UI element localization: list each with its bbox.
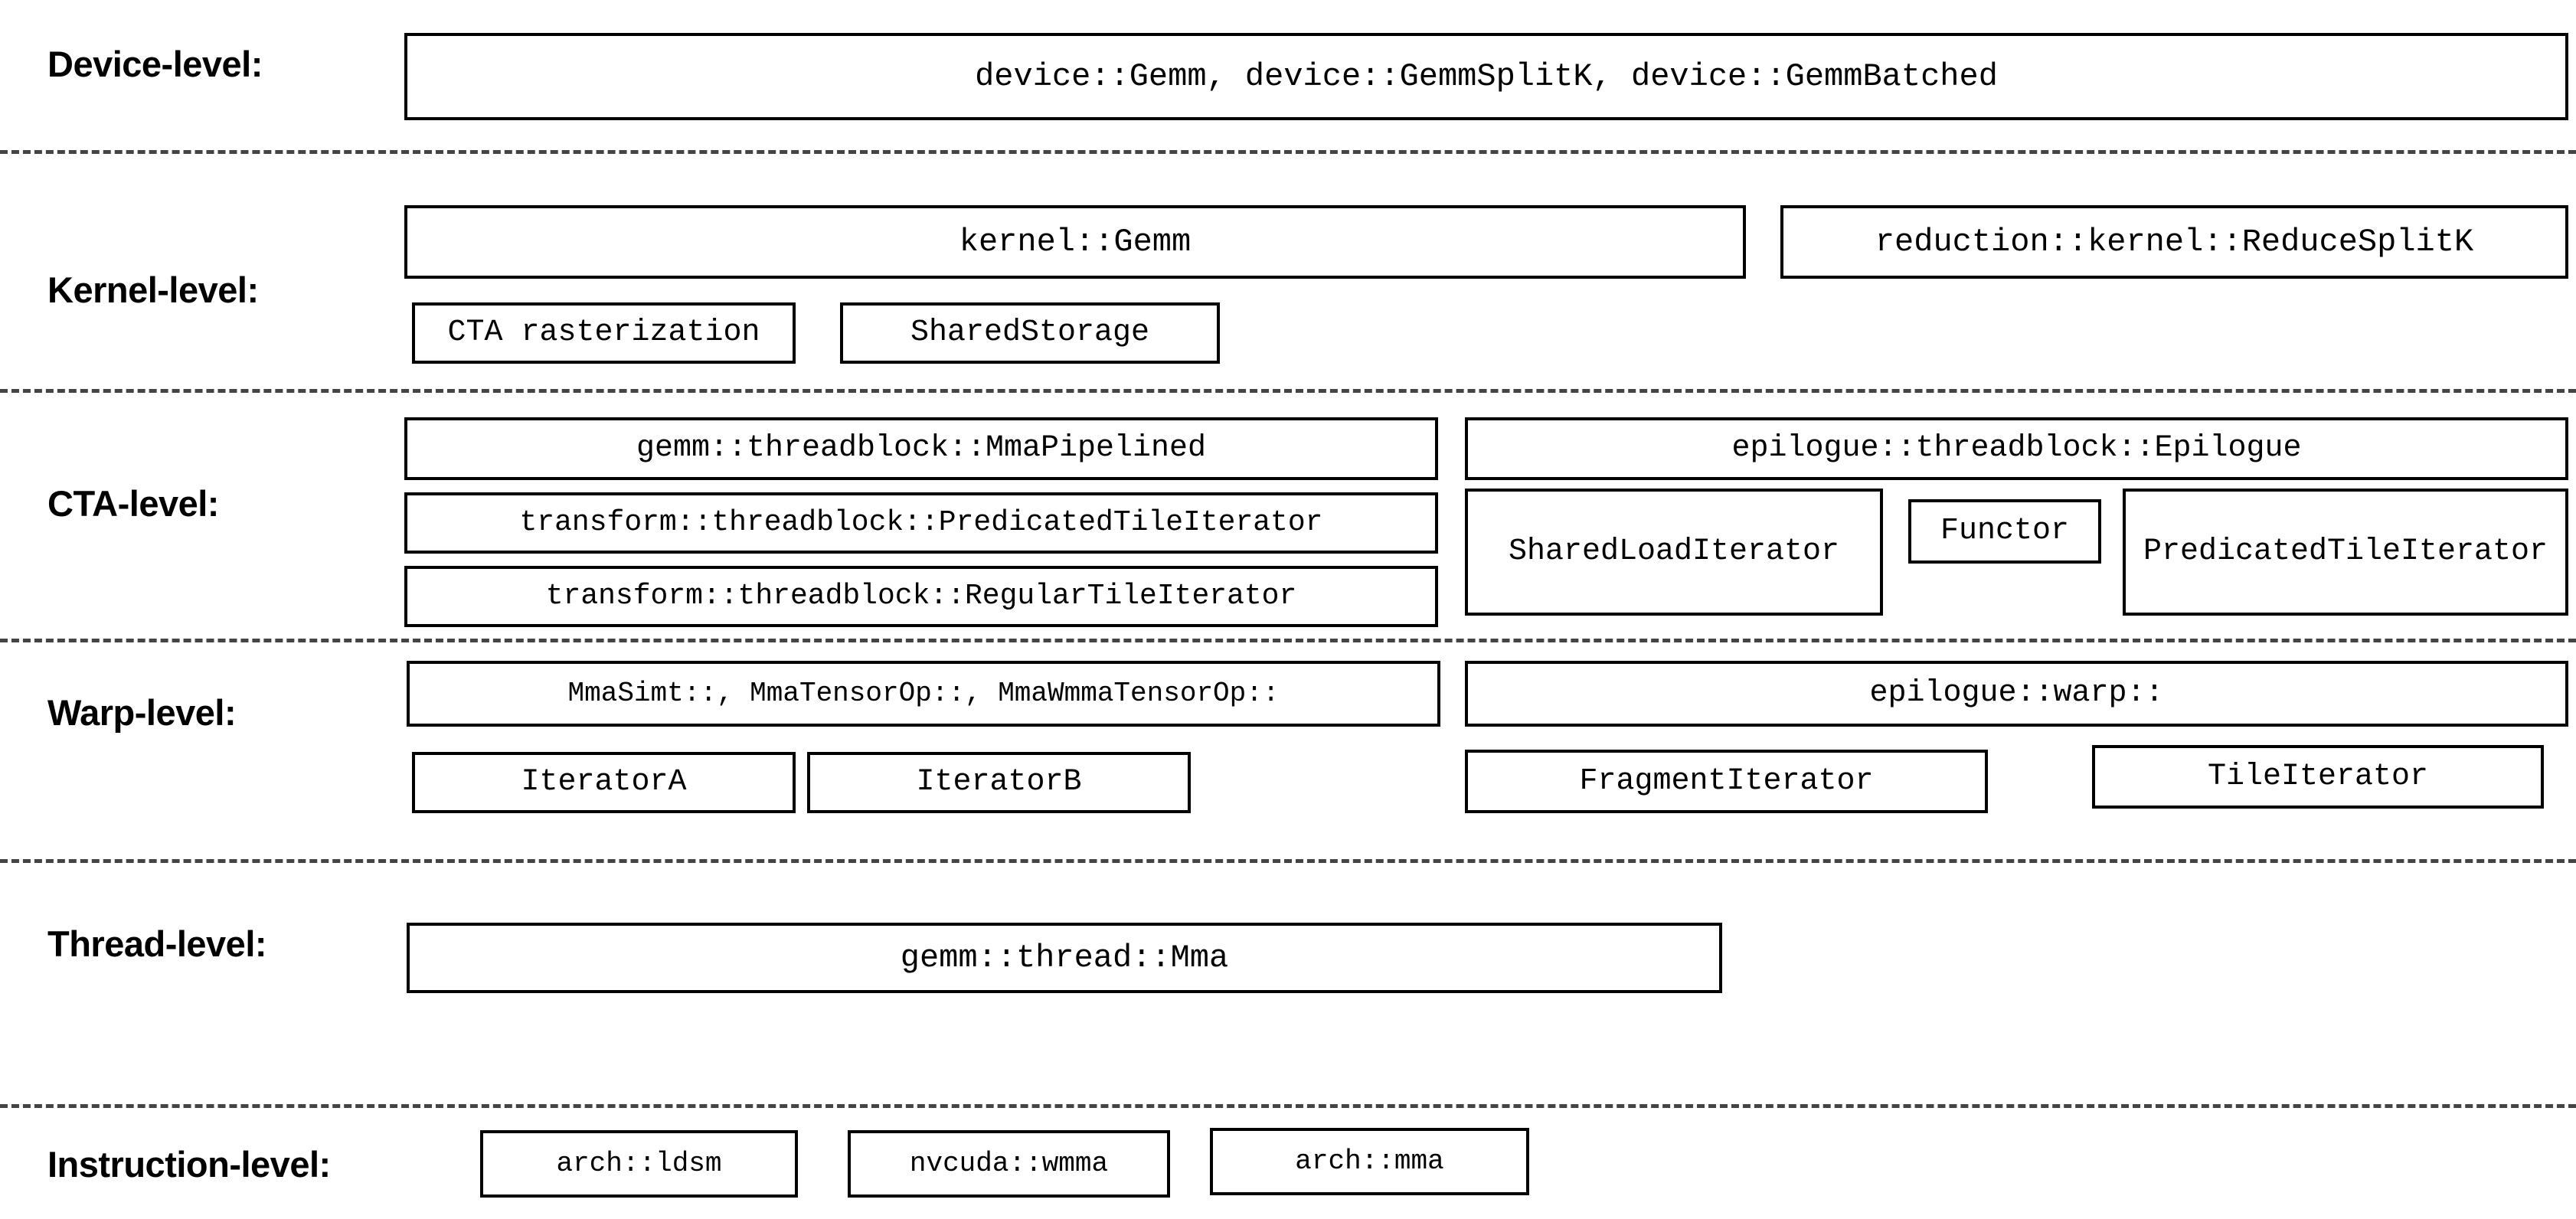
box-arch-ldsm[interactable]: arch::ldsm [480, 1130, 798, 1198]
separator-cta-warp [0, 639, 2576, 642]
box-transform-threadblock-predicatedtileiterator-label: transform::threadblock::PredicatedTileIt… [519, 506, 1323, 540]
box-epilogue-threadblock-epilogue[interactable]: epilogue::threadblock::Epilogue [1465, 417, 2568, 480]
box-shared-storage-label: SharedStorage [910, 315, 1150, 350]
box-reduction-kernel-reducesplitk[interactable]: reduction::kernel::ReduceSplitK [1780, 205, 2568, 279]
box-iterator-a-label: IteratorA [521, 765, 687, 799]
box-fragment-iterator[interactable]: FragmentIterator [1465, 750, 1988, 813]
separator-thread-instruction [0, 1104, 2576, 1108]
box-epilogue-threadblock-epilogue-label: epilogue::threadblock::Epilogue [1731, 431, 2302, 466]
box-epilogue-warp[interactable]: epilogue::warp:: [1465, 661, 2568, 727]
separator-device-kernel [0, 150, 2576, 154]
box-mma-variants-label: MmaSimt::, MmaTensorOp::, MmaWmmaTensorO… [567, 678, 1280, 710]
box-transform-threadblock-regulartileiterator-label: transform::threadblock::RegularTileItera… [545, 580, 1297, 613]
box-predicated-tile-iterator-label: PredicatedTileIterator [2143, 534, 2548, 569]
box-iterator-b-label: IteratorB [916, 765, 1082, 799]
level-label-device: Device-level: [47, 44, 263, 84]
box-mma-variants[interactable]: MmaSimt::, MmaTensorOp::, MmaWmmaTensorO… [407, 661, 1440, 727]
box-gemm-threadblock-mmapipelined[interactable]: gemm::threadblock::MmaPipelined [404, 417, 1438, 480]
separator-kernel-cta [0, 389, 2576, 393]
box-gemm-thread-mma-label: gemm::thread::Mma [900, 939, 1229, 976]
box-nvcuda-wmma[interactable]: nvcuda::wmma [848, 1130, 1170, 1198]
box-cta-rasterization[interactable]: CTA rasterization [412, 302, 796, 364]
box-shared-storage[interactable]: SharedStorage [840, 302, 1220, 364]
box-epilogue-warp-label: epilogue::warp:: [1869, 676, 2164, 711]
box-device-gemm-label: device::Gemm, device::GemmSplitK, device… [975, 57, 1998, 95]
box-arch-mma[interactable]: arch::mma [1210, 1128, 1529, 1195]
level-label-thread: Thread-level: [47, 923, 267, 964]
box-iterator-a[interactable]: IteratorA [412, 752, 796, 813]
level-label-instruction: Instruction-level: [47, 1144, 331, 1185]
box-transform-threadblock-regulartileiterator[interactable]: transform::threadblock::RegularTileItera… [404, 566, 1438, 627]
box-cta-rasterization-label: CTA rasterization [447, 315, 760, 350]
box-kernel-gemm[interactable]: kernel::Gemm [404, 205, 1746, 279]
box-transform-threadblock-predicatedtileiterator[interactable]: transform::threadblock::PredicatedTileIt… [404, 492, 1438, 554]
box-arch-mma-label: arch::mma [1295, 1145, 1444, 1178]
level-label-kernel: Kernel-level: [47, 270, 259, 310]
box-functor-label: Functor [1940, 514, 2070, 548]
box-shared-load-iterator-label: SharedLoadIterator [1508, 534, 1840, 569]
box-tile-iterator[interactable]: TileIterator [2092, 745, 2544, 809]
box-reduction-kernel-reducesplitk-label: reduction::kernel::ReduceSplitK [1875, 223, 2474, 260]
box-arch-ldsm-label: arch::ldsm [556, 1148, 722, 1180]
separator-warp-thread [0, 859, 2576, 863]
box-iterator-b[interactable]: IteratorB [807, 752, 1191, 813]
box-fragment-iterator-label: FragmentIterator [1579, 763, 1874, 799]
box-gemm-thread-mma[interactable]: gemm::thread::Mma [407, 923, 1722, 993]
box-gemm-threadblock-mmapipelined-label: gemm::threadblock::MmaPipelined [636, 431, 1207, 466]
box-shared-load-iterator[interactable]: SharedLoadIterator [1465, 489, 1883, 616]
box-nvcuda-wmma-label: nvcuda::wmma [909, 1148, 1109, 1180]
box-predicated-tile-iterator[interactable]: PredicatedTileIterator [2123, 489, 2568, 616]
level-label-warp: Warp-level: [47, 692, 237, 733]
box-tile-iterator-label: TileIterator [2207, 759, 2429, 794]
level-label-cta: CTA-level: [47, 483, 219, 524]
box-kernel-gemm-label: kernel::Gemm [959, 223, 1192, 260]
box-functor[interactable]: Functor [1908, 499, 2101, 564]
box-device-gemm[interactable]: device::Gemm, device::GemmSplitK, device… [404, 33, 2568, 120]
